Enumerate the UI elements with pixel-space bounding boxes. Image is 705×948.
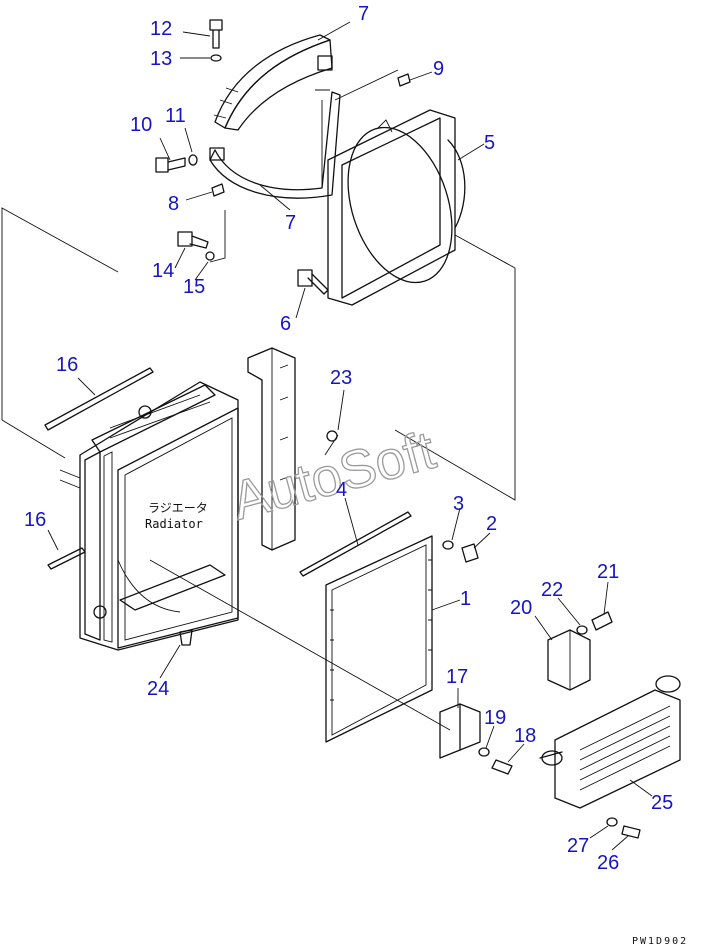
seal-strips xyxy=(44,367,412,577)
callout-20: 20 xyxy=(510,597,532,619)
radiator-label-en: Radiator xyxy=(145,517,203,531)
watermark: AutoSoft xyxy=(226,420,442,532)
callout-23: 23 xyxy=(330,367,352,389)
callout-7-lower: 7 xyxy=(285,212,296,234)
mounting-brackets xyxy=(439,611,641,839)
callout-4: 4 xyxy=(336,479,347,501)
callout-19: 19 xyxy=(484,707,506,729)
lower-fan-guard xyxy=(209,89,341,199)
callout-26: 26 xyxy=(597,852,619,874)
oil-cooler xyxy=(539,675,681,809)
callout-numbers: 12 13 7 9 10 11 5 8 7 14 15 6 16 23 4 3 … xyxy=(24,3,673,874)
drawing-code: PW1D902 xyxy=(632,936,688,947)
callout-1: 1 xyxy=(460,588,471,610)
hardware xyxy=(155,19,479,646)
callout-14: 14 xyxy=(152,260,174,282)
fan-shroud xyxy=(327,109,466,306)
callout-11: 11 xyxy=(165,105,186,127)
callout-15: 15 xyxy=(183,276,205,298)
callout-5: 5 xyxy=(484,132,495,154)
radiator xyxy=(59,381,239,651)
upper-fan-guard xyxy=(213,34,333,131)
callout-7-upper: 7 xyxy=(358,3,369,25)
callout-10: 10 xyxy=(130,114,152,136)
callout-25: 25 xyxy=(651,792,673,814)
callout-6: 6 xyxy=(280,313,291,335)
callout-27: 27 xyxy=(567,835,589,857)
callout-13: 13 xyxy=(150,48,172,70)
callout-9: 9 xyxy=(433,58,444,80)
callout-8: 8 xyxy=(168,193,179,215)
extension-lines xyxy=(1,69,516,731)
callout-24: 24 xyxy=(147,678,169,700)
callout-16-lower: 16 xyxy=(24,509,46,531)
callout-18: 18 xyxy=(514,725,536,747)
callout-2: 2 xyxy=(486,513,497,535)
callout-17: 17 xyxy=(446,666,468,688)
callout-21: 21 xyxy=(597,561,619,583)
radiator-label-jp: ラジエータ xyxy=(148,501,208,515)
callout-22: 22 xyxy=(541,579,563,601)
dust-screen xyxy=(325,535,433,743)
callout-leaders xyxy=(47,21,653,851)
callout-3: 3 xyxy=(453,493,464,515)
side-bracket xyxy=(247,347,296,551)
callout-12: 12 xyxy=(150,18,172,40)
callout-16-upper: 16 xyxy=(56,354,78,376)
